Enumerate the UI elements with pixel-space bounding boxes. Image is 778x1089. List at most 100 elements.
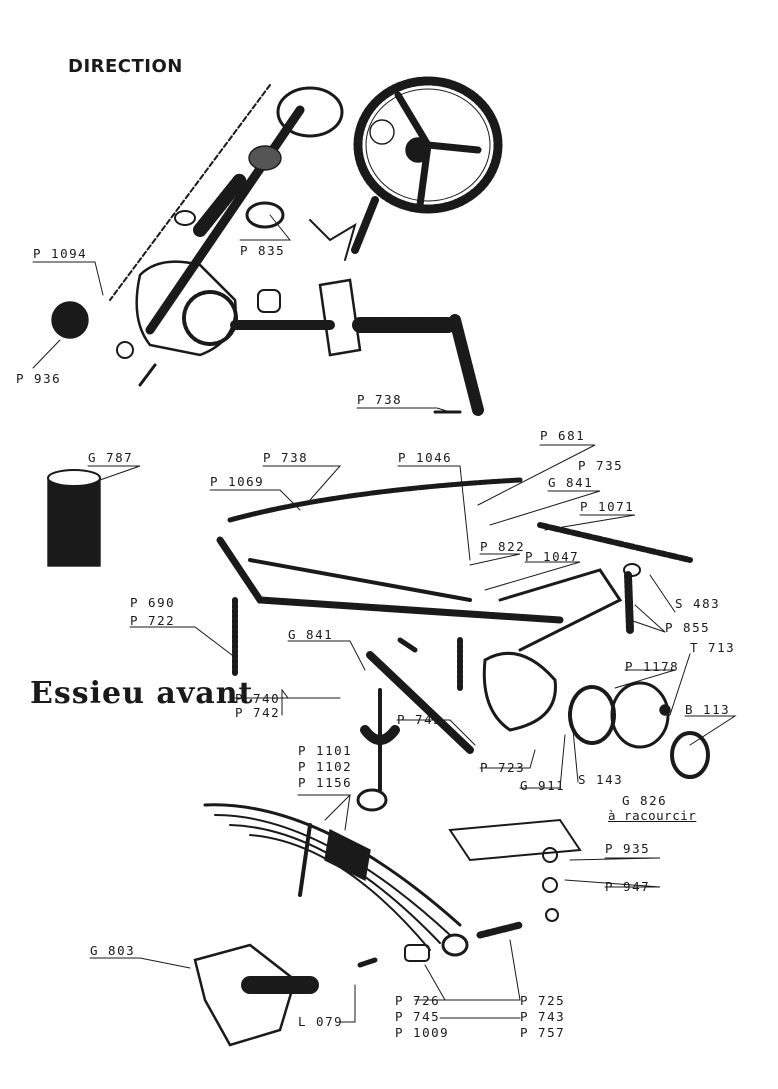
part-label: B 113 <box>685 702 731 717</box>
shaft-bracket <box>318 278 362 357</box>
shock-mount <box>356 788 388 812</box>
shackle-pin <box>476 921 524 939</box>
shackle-nut <box>545 908 559 922</box>
part-label: P 681 <box>540 428 586 443</box>
part-label: P 935 <box>605 841 651 856</box>
steering-wheel-inner <box>365 88 491 202</box>
spring-cap <box>623 563 641 577</box>
part-label: P 835 <box>240 243 286 258</box>
u-bolt <box>298 823 312 897</box>
part-label: P 1046 <box>398 450 453 465</box>
section-title-front-axle: Essieu avant <box>30 676 254 711</box>
part-label: P 1094 <box>33 246 88 261</box>
grease-tin-lid <box>47 469 101 487</box>
part-label: P 1009 <box>395 1025 450 1040</box>
leader-lines <box>32 214 737 1023</box>
axle-cross-member <box>248 558 472 602</box>
part-label: P 725 <box>520 993 566 1008</box>
part-label: P 723 <box>480 760 526 775</box>
leaf-spring-2 <box>214 814 451 936</box>
lock-washer <box>542 877 558 893</box>
part-label: P 722 <box>130 613 176 628</box>
part-label: P 690 <box>130 595 176 610</box>
front-axle-illustration <box>47 469 710 1047</box>
axle-beam <box>216 536 564 624</box>
part-label: G 787 <box>88 450 134 465</box>
part-label: P 743 <box>397 712 443 727</box>
part-label: P 743 <box>520 1009 566 1024</box>
stub-axle <box>482 651 557 732</box>
bushing <box>257 289 281 313</box>
worm-gear <box>193 173 247 237</box>
grease-nipple <box>542 847 558 863</box>
control-rod <box>109 84 271 301</box>
horn-button <box>369 119 395 145</box>
part-label: P 1101 <box>298 743 353 758</box>
part-label: P 738 <box>357 392 403 407</box>
arm-clevis <box>397 637 418 653</box>
spring-eye <box>441 933 469 957</box>
sector-gear <box>182 290 238 346</box>
g826-note: à racourcir <box>608 808 697 823</box>
small-bush <box>357 957 378 968</box>
steering-assembly-illustration <box>51 76 503 416</box>
tie-rod <box>537 522 693 563</box>
part-label: P 1069 <box>210 474 265 489</box>
part-label: G 911 <box>520 778 566 793</box>
column-end <box>351 196 379 254</box>
washer <box>116 341 134 359</box>
part-label: P 1071 <box>580 499 635 514</box>
part-label: P 1178 <box>625 659 680 674</box>
brake-shoe-plate <box>448 818 582 862</box>
leaf-spring-top <box>203 803 462 927</box>
part-label: P 822 <box>480 539 526 554</box>
column-nut <box>248 145 282 171</box>
part-label: S 143 <box>578 772 624 787</box>
wheel-hub <box>610 681 670 749</box>
hub-cap <box>670 731 710 779</box>
section-title-direction: DIRECTION <box>68 56 183 77</box>
drop-arm <box>449 314 484 416</box>
part-label: P 745 <box>395 1009 441 1024</box>
steering-wheel-hub <box>405 137 431 163</box>
part-label: P 740 <box>235 691 281 706</box>
part-label: P 855 <box>665 620 711 635</box>
shackle-bush <box>404 944 430 962</box>
spring-clip <box>138 363 157 387</box>
steering-arm <box>498 568 623 652</box>
steering-wheel-rim <box>353 76 503 214</box>
drag-link <box>227 477 523 523</box>
part-label: P 738 <box>263 450 309 465</box>
control-knob <box>51 301 89 339</box>
steering-column <box>145 105 305 335</box>
part-label: P 936 <box>16 371 62 386</box>
part-label: G 826 <box>622 793 668 808</box>
part-label: G 803 <box>90 943 136 958</box>
wheel-stud <box>659 704 671 716</box>
shock-body <box>360 725 400 745</box>
spring-clamp <box>324 828 371 882</box>
spring-stack <box>624 571 634 634</box>
spring-hanger-bracket <box>193 943 297 1047</box>
part-label: P 742 <box>235 705 281 720</box>
part-label: P 726 <box>395 993 441 1008</box>
part-label: P 947 <box>605 879 651 894</box>
brake-drum <box>568 685 616 745</box>
column-bearing <box>276 86 344 138</box>
mounting-clip <box>309 219 357 261</box>
part-label: P 1102 <box>298 759 353 774</box>
part-label: P 757 <box>520 1025 566 1040</box>
part-label: L 079 <box>298 1014 344 1029</box>
part-label: P 1047 <box>525 549 580 564</box>
bearing-ring <box>245 201 285 229</box>
part-label: S 483 <box>675 596 721 611</box>
seal-ring <box>174 210 196 226</box>
part-label: G 841 <box>548 475 594 490</box>
track-rod-arm <box>366 651 474 754</box>
part-label: T 713 <box>690 640 736 655</box>
grease-tin <box>47 477 101 567</box>
part-label: G 841 <box>288 627 334 642</box>
part-label: P 1156 <box>298 775 353 790</box>
